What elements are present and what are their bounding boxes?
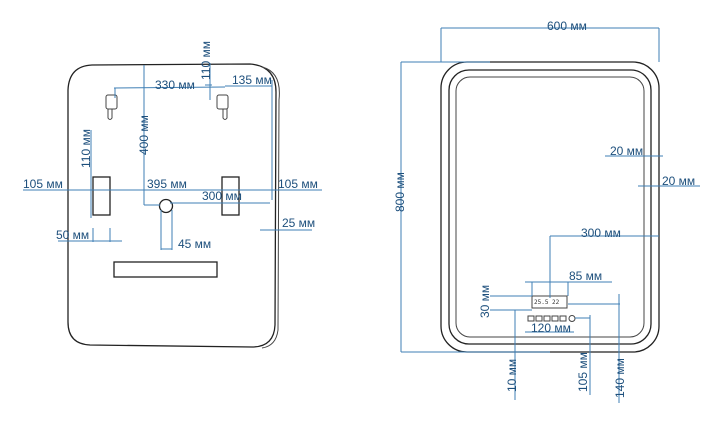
bracket-left: [92, 176, 111, 216]
touch-panel: [527, 315, 576, 322]
dim-bracket-height: 110 мм: [79, 129, 93, 168]
dim-hook-height: 110 мм: [199, 41, 213, 80]
socket-hole: [158, 198, 174, 214]
mirror-led-strip: [448, 69, 652, 345]
display-readout: 25.5 22: [534, 299, 560, 306]
back-edge: [261, 66, 280, 349]
dim-panel-width: 120 мм: [531, 321, 571, 335]
dim-display-width: 85 мм: [569, 269, 602, 283]
dim-depth: 25 мм: [282, 216, 315, 230]
hook-left-icon: [105, 94, 118, 120]
dim-frame-inset-2: 20 мм: [662, 174, 695, 188]
dim-hook-spacing: 330 мм: [155, 78, 195, 92]
back-view: 330 мм 110 мм 135 мм 400 мм 110 мм 105 м…: [23, 41, 322, 349]
back-dimension-lines: [23, 63, 322, 250]
front-dimension-lines: [400, 27, 700, 403]
slot: [113, 261, 218, 278]
mirror-glass: [455, 76, 645, 338]
bracket-right: [221, 176, 240, 216]
dim-display-offset: 300 мм: [581, 226, 621, 240]
dim-frame-inset-1: 20 мм: [610, 144, 643, 158]
dim-display-height: 30 мм: [478, 285, 492, 318]
dim-bracket-spacing: 395 мм: [147, 177, 187, 191]
dim-panel-gap: 10 мм: [505, 359, 519, 392]
dim-right-margin: 105 мм: [278, 177, 318, 191]
dim-left-margin: 105 мм: [23, 177, 63, 191]
dim-socket-diameter: 45 мм: [178, 237, 211, 251]
dim-hook-side: 135 мм: [232, 73, 272, 87]
dim-panel-bottom: 105 мм: [576, 352, 590, 392]
hook-right-icon: [216, 94, 229, 120]
dim-socket-offset: 300 мм: [202, 189, 242, 203]
dim-hook-to-socket: 400 мм: [137, 115, 151, 155]
front-view: 25.5 22 600 мм 800 мм 20 мм 20 мм 300 мм…: [393, 19, 700, 403]
back-outline: [67, 63, 277, 348]
dim-height: 800 мм: [393, 172, 407, 212]
dim-width: 600 мм: [547, 19, 587, 33]
dim-bracket-width: 50 мм: [56, 228, 89, 242]
dim-display-bottom: 140 мм: [613, 358, 627, 398]
